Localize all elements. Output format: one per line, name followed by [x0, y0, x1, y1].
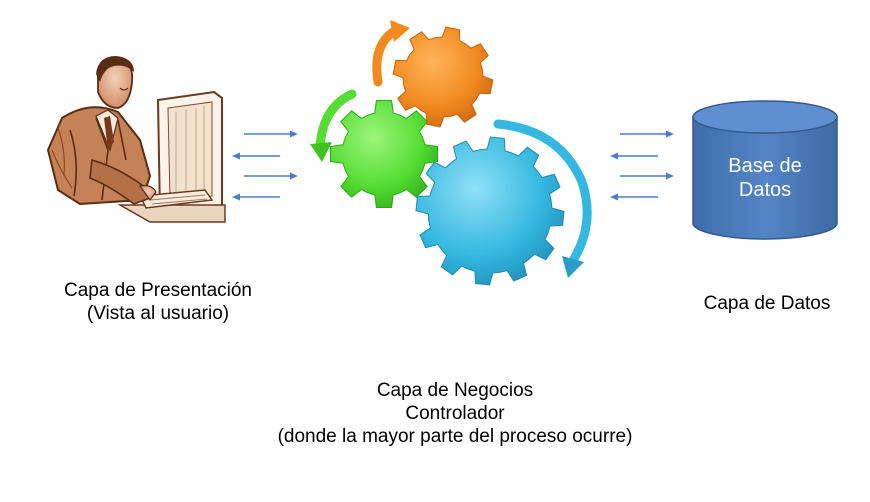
business-layer-subtitle: Controlador — [405, 403, 505, 424]
presentation-layer-caption: Capa de Presentación (Vista al usuario) — [28, 279, 288, 325]
arrow-left-icon — [610, 193, 658, 201]
database-label: Base de Datos — [695, 154, 835, 202]
arrow-left-icon — [232, 193, 280, 201]
blue-gear-icon — [415, 136, 565, 286]
arrow-right-icon — [244, 172, 298, 180]
arrow-left-icon — [610, 152, 658, 160]
arrow-right-icon — [620, 130, 674, 138]
arrow-left-icon — [232, 152, 280, 160]
data-layer-title: Capa de Datos — [703, 293, 831, 314]
presentation-layer-subtitle: (Vista al usuario) — [86, 303, 230, 324]
orange-rotation-arrow-icon — [372, 20, 410, 87]
green-gear-icon — [330, 100, 438, 208]
green-rotation-arrow-icon — [310, 89, 357, 162]
business-layer-caption: Capa de Negocios Controlador (donde la m… — [205, 379, 705, 448]
person-at-computer-icon — [46, 56, 226, 223]
arrows-business-data — [610, 130, 674, 201]
arrow-right-icon — [244, 130, 298, 138]
blue-rotation-arrow-icon — [493, 119, 592, 278]
presentation-layer-title: Capa de Presentación — [63, 280, 252, 301]
database-cylinder-icon — [692, 100, 838, 240]
orange-gear-icon — [392, 26, 494, 128]
gears-group — [330, 26, 565, 286]
arrow-right-icon — [620, 172, 674, 180]
data-layer-caption: Capa de Datos — [662, 292, 870, 315]
business-layer-title: Capa de Negocios — [376, 380, 534, 401]
database-label-line2: Datos — [738, 179, 792, 201]
database-label-line1: Base de — [728, 155, 802, 177]
business-layer-description: (donde la mayor parte del proceso ocurre… — [277, 426, 633, 447]
arrows-presentation-business — [232, 130, 298, 201]
